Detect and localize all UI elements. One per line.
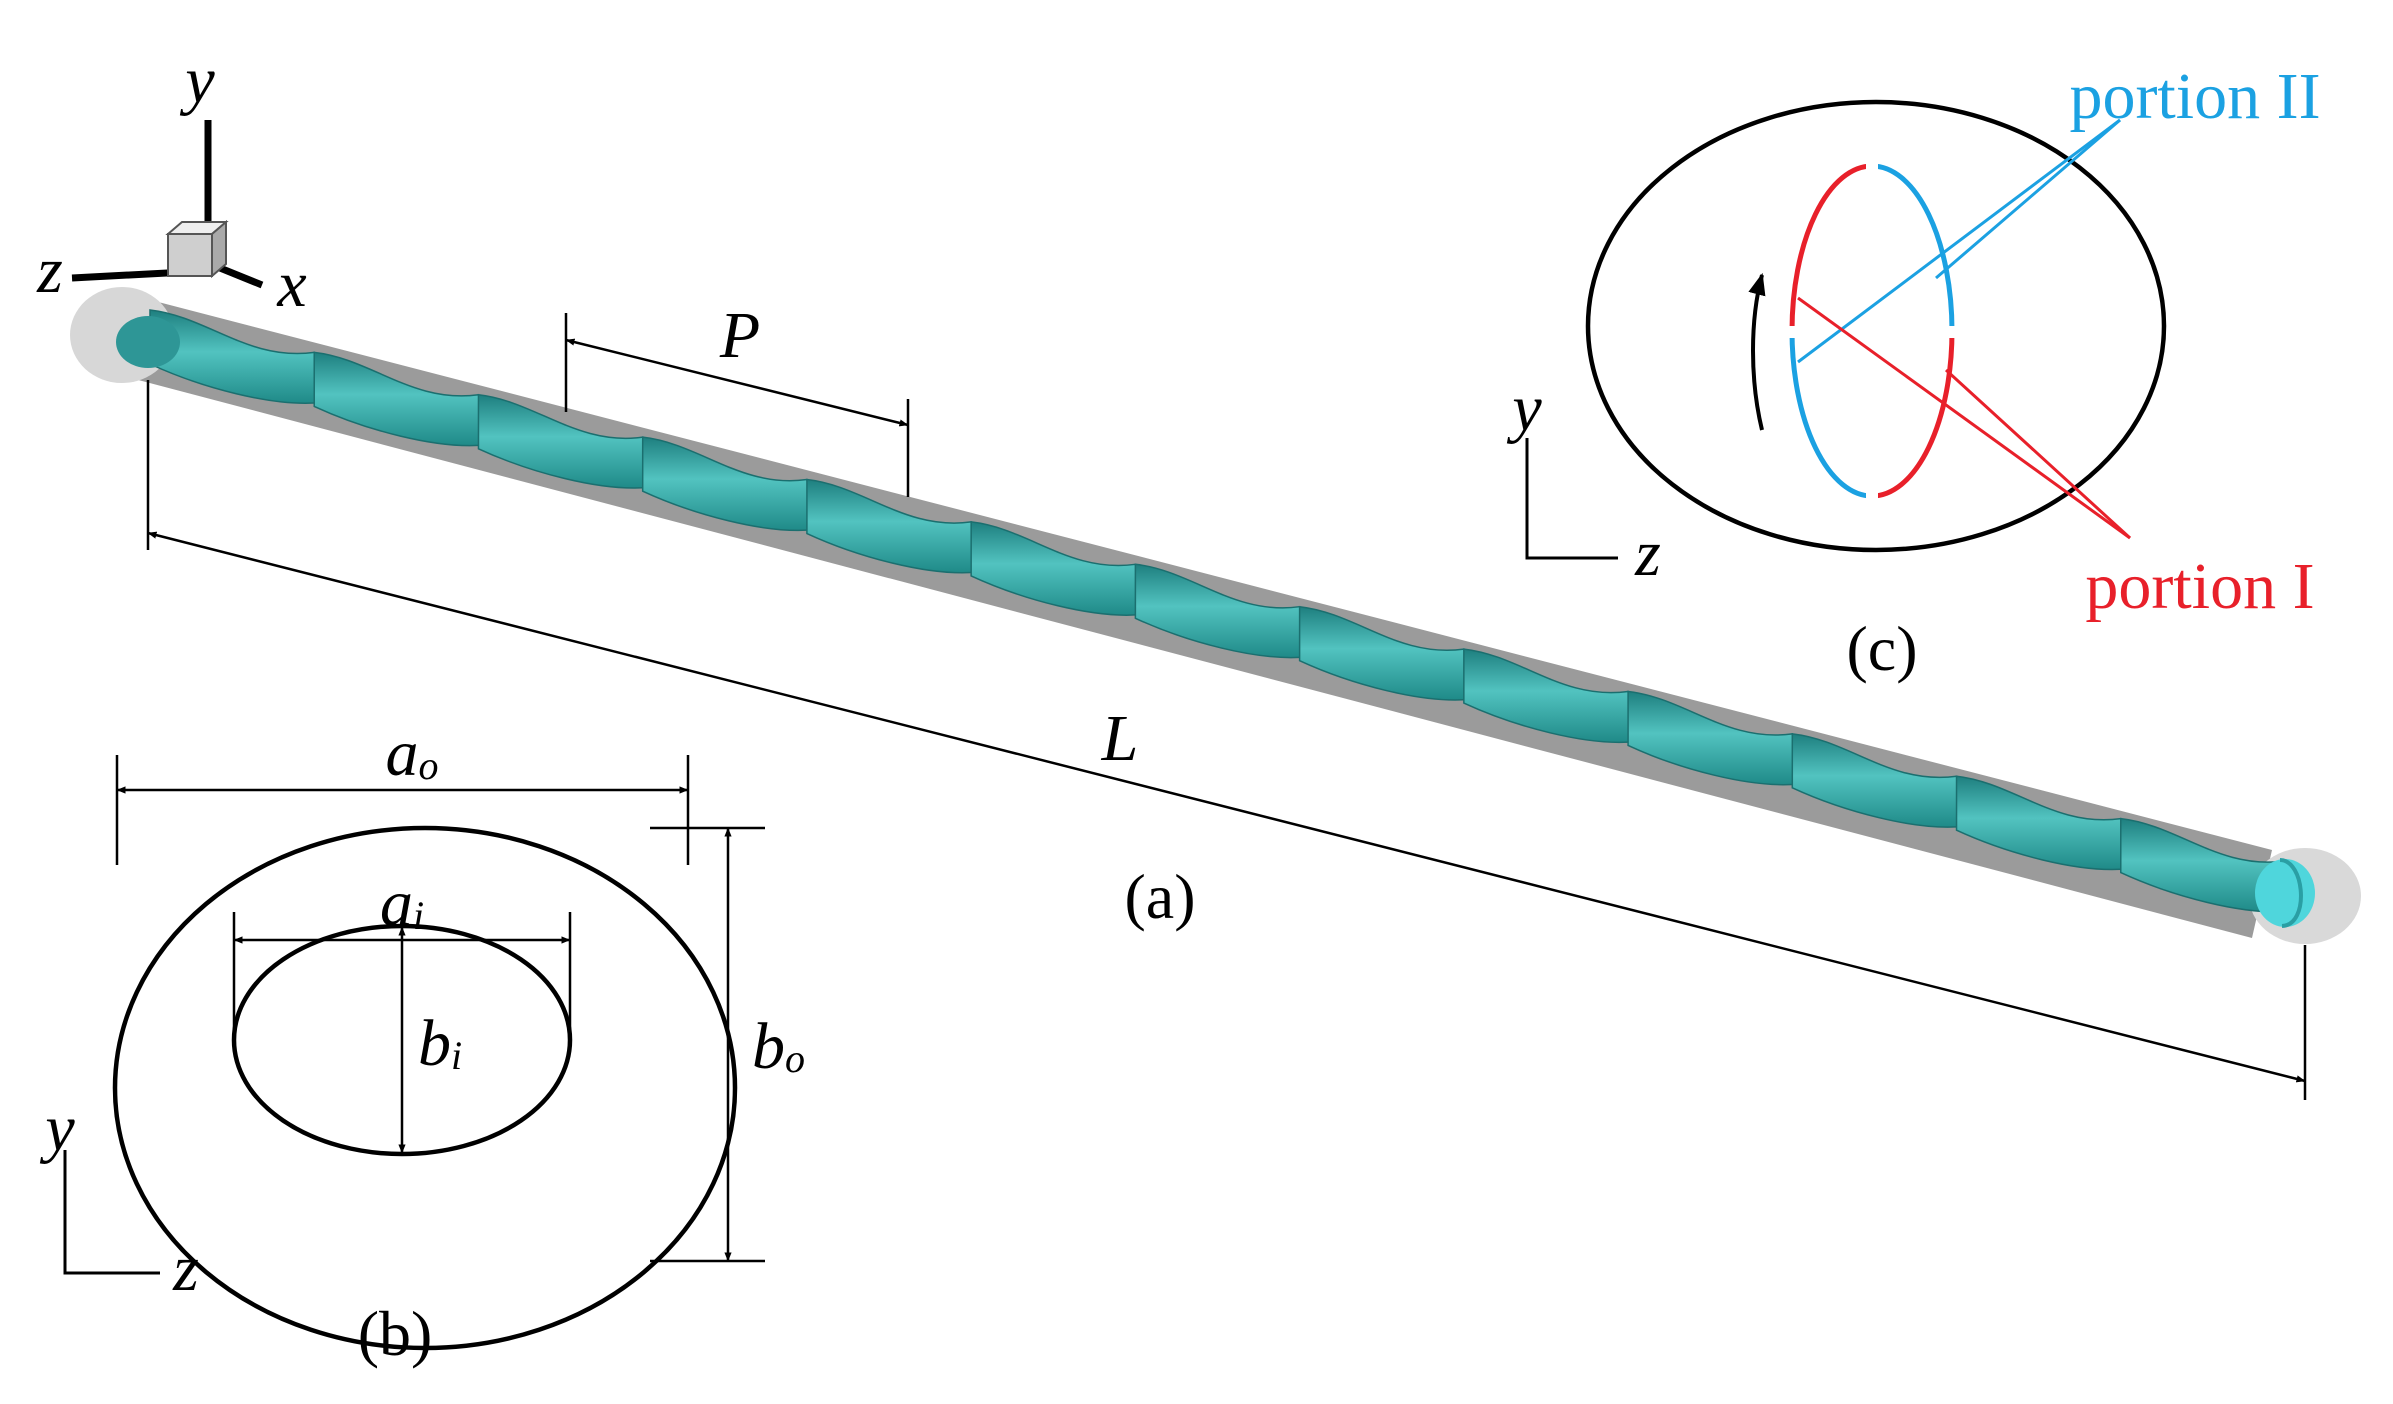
axes-triad: y z x	[36, 44, 306, 321]
panel-a-caption: (a)	[1124, 861, 1195, 932]
panel-c-caption: (c)	[1846, 613, 1917, 684]
triad-cube	[165, 219, 229, 279]
panel-c-axis-z: z	[1634, 517, 1661, 590]
panel-c: portion II portion I y z (c)	[1506, 60, 2320, 684]
portion-2-arc-top-right	[1871, 163, 1955, 332]
portion-1-arc-bottom-right	[1871, 330, 1955, 499]
insert-left-end	[116, 316, 180, 368]
portion-2-leader-2	[1935, 118, 2121, 280]
bi-label: bi	[418, 1007, 462, 1080]
portion-2-label: portion II	[2069, 60, 2320, 133]
insert-right-end	[2255, 859, 2315, 927]
pitch-dimension-line	[565, 338, 909, 427]
triad-z-label: z	[36, 234, 63, 307]
ai-label: ai	[380, 867, 424, 940]
portion-1-arc-left	[1789, 163, 1873, 332]
triad-x-axis	[218, 264, 264, 289]
portion-separators	[1788, 162, 1956, 500]
portion-1-label: portion I	[2085, 550, 2314, 623]
panel-c-axis-y: y	[1506, 372, 1542, 445]
ao-label: ao	[386, 717, 439, 790]
panel-b-axis-y: y	[39, 1092, 75, 1165]
panel-b-axes	[63, 1150, 160, 1275]
triad-y-label: y	[179, 44, 215, 117]
rotation-arrow	[1748, 272, 1766, 431]
portion-2-arc-left	[1789, 330, 1873, 499]
pitch-label: P	[719, 299, 760, 372]
bo-label: bo	[752, 1010, 805, 1083]
panel-b-caption: (b)	[358, 1298, 433, 1369]
panel-a: P L (a)	[70, 287, 2361, 1100]
panel-b-axis-z: z	[172, 1232, 199, 1305]
portion-1-leader-1	[1797, 296, 2131, 540]
panel-c-axes	[1525, 438, 1618, 560]
triad-x-label: x	[276, 248, 306, 321]
length-label: L	[1101, 702, 1139, 775]
outer-ellipse	[112, 825, 738, 1351]
portion-2-leader-1	[1797, 118, 2121, 364]
length-dimension-line	[147, 531, 2306, 1083]
panel-b: ao bo ai bi y z (b)	[39, 717, 805, 1369]
portion-1-leader-2	[1944, 368, 2132, 540]
panel-c-outer-ellipse	[1585, 99, 2167, 553]
helical-insert	[149, 309, 2295, 913]
